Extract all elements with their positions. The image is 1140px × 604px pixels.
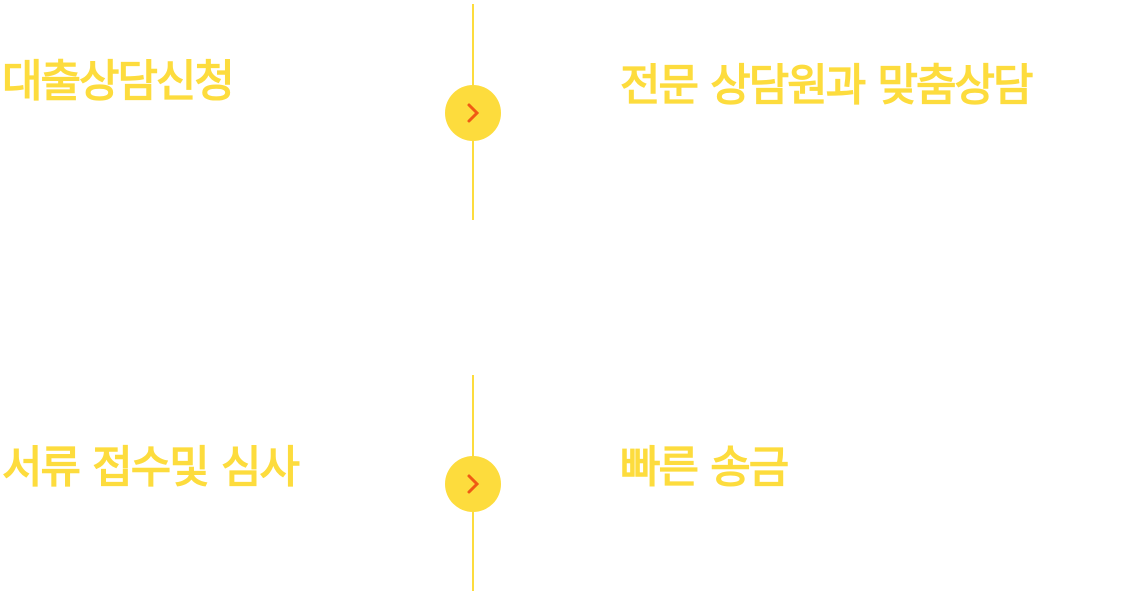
step-2-label: 서류 접수및 심사 [2,442,300,493]
chevron-right-icon [445,456,501,512]
step-1-result: 전문 상담원과 맞춤상담 [620,60,1033,111]
step-2-result: 빠른 송금 [620,442,789,493]
chevron-right-icon [445,85,501,141]
step-1-label: 대출상담신청 [2,56,235,107]
